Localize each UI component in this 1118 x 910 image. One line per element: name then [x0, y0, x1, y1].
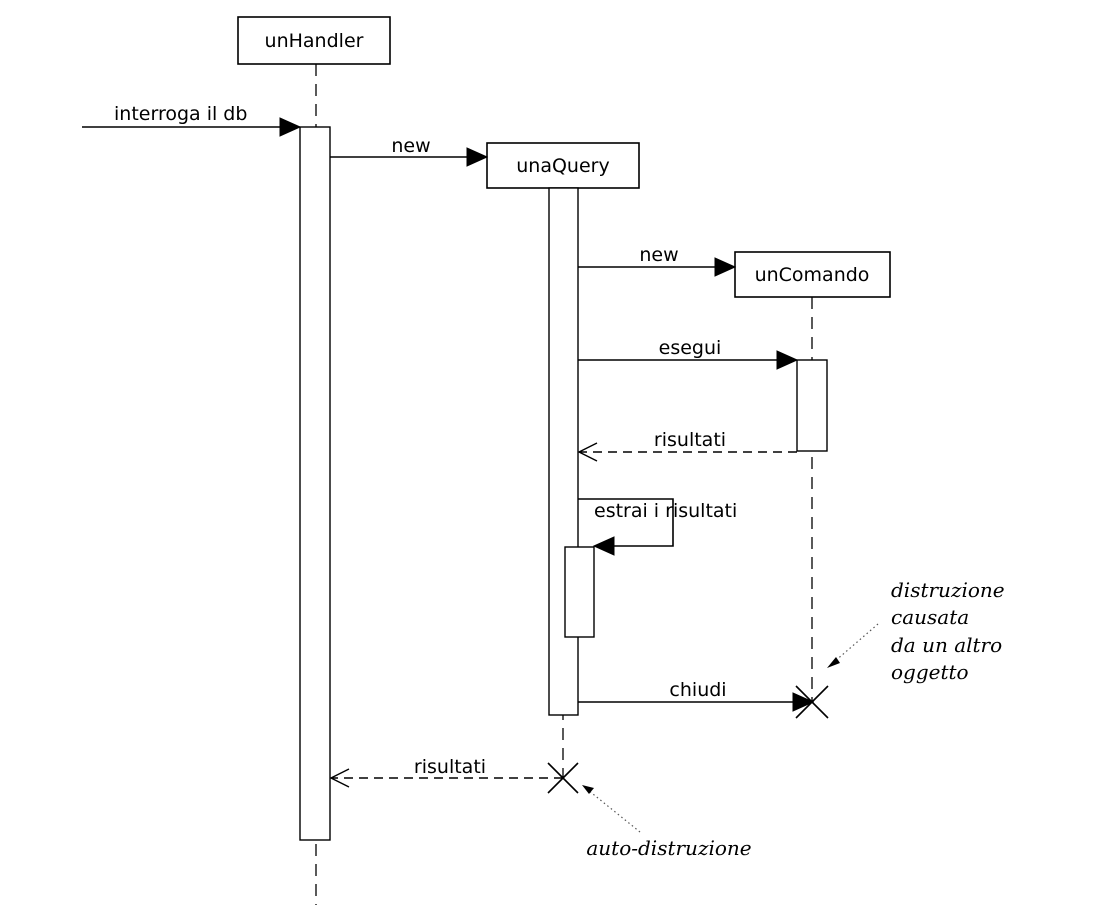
note-self-destruction-label: auto-distruzione	[586, 836, 751, 860]
object-unaquery-label: unaQuery	[516, 155, 609, 177]
note-external-destruction-line-4: oggetto	[891, 660, 969, 684]
note-external-destruction-line-2: causata	[891, 605, 969, 629]
activation-unhandler	[299, 126, 331, 841]
message-estrai-i-risultati: estrai i risultati	[578, 498, 737, 556]
message-chiudi-label: chiudi	[669, 679, 726, 701]
object-unhandler-label: unHandler	[265, 30, 364, 52]
return-risultati-query: risultati	[329, 756, 563, 788]
message-new-command-label: new	[639, 244, 678, 266]
message-new-query-label: new	[391, 135, 430, 157]
destroy-mark-uncomando	[795, 685, 829, 719]
object-unaquery: unaQuery	[486, 142, 640, 189]
note-self-destruction: auto-distruzione	[582, 785, 752, 860]
message-chiudi: chiudi	[578, 679, 815, 712]
object-unhandler: unHandler	[237, 16, 391, 65]
return-risultati-query-label: risultati	[414, 756, 486, 778]
object-uncomando-label: unComando	[755, 264, 870, 286]
message-esegui-label: esegui	[659, 337, 722, 359]
message-interroga-il-db: interroga il db	[82, 103, 302, 137]
message-estrai-label: estrai i risultati	[594, 500, 737, 522]
activation-unaquery-nested	[564, 546, 595, 638]
message-new-query: new	[330, 135, 489, 167]
object-uncomando: unComando	[734, 251, 891, 298]
destroy-mark-unaquery	[547, 762, 579, 794]
return-risultati-command-label: risultati	[654, 429, 726, 451]
note-external-destruction-line-3: da un altro	[891, 633, 1002, 657]
activation-uncomando	[796, 359, 828, 452]
message-interroga-label: interroga il db	[114, 103, 247, 125]
return-risultati-command: risultati	[577, 429, 797, 462]
note-external-destruction: distruzione causata da un altro oggetto	[827, 578, 1005, 684]
message-new-command: new	[578, 244, 737, 277]
message-esegui: esegui	[578, 337, 799, 370]
note-external-destruction-line-1: distruzione	[891, 578, 1005, 602]
